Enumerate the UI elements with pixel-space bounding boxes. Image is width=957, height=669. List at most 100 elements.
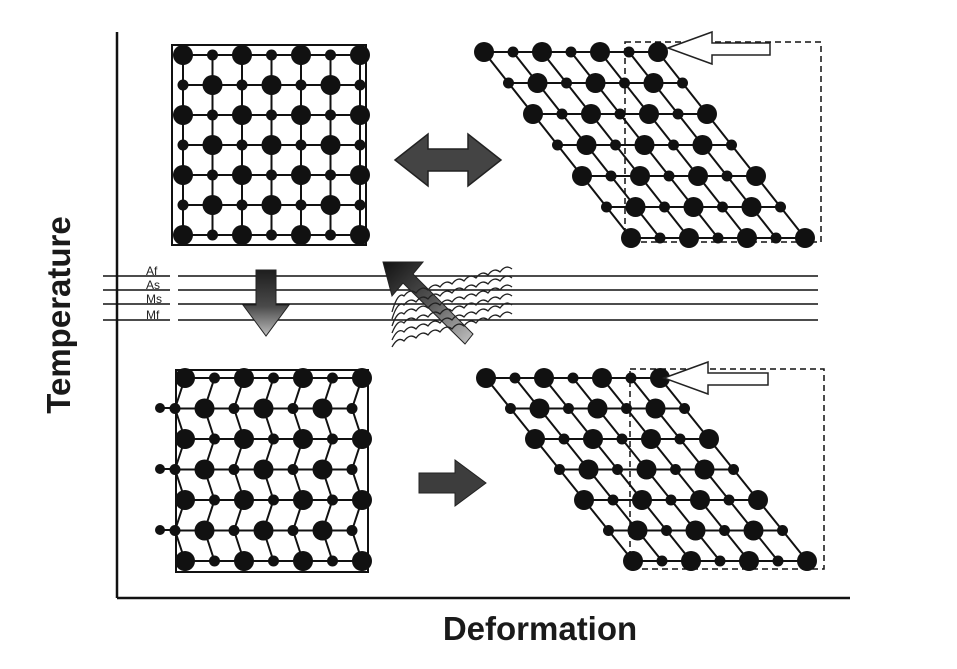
atom-small: [719, 525, 730, 536]
atom-large: [476, 368, 496, 388]
atom-large: [623, 551, 643, 571]
atom-large: [739, 551, 759, 571]
atom-small: [726, 139, 737, 151]
atom-small: [509, 372, 521, 384]
atom-small: [207, 169, 218, 181]
atom-small: [327, 555, 338, 567]
atom-large: [692, 135, 713, 155]
atom-small: [614, 108, 626, 120]
atom-small: [625, 372, 637, 384]
atom-small: [775, 201, 786, 213]
atom-large: [173, 105, 193, 125]
heat-wave-line: [391, 284, 513, 327]
atom-large: [253, 520, 274, 541]
lattice-atoms: [476, 368, 817, 571]
atom-large: [261, 195, 282, 215]
atom-large: [797, 551, 817, 571]
atom-small: [177, 199, 189, 211]
atom-small: [717, 201, 728, 213]
atom-large: [352, 551, 372, 571]
atom-large: [232, 105, 252, 125]
axes: Deformation Temperature: [40, 32, 850, 647]
temp-line-label: As: [146, 278, 160, 292]
atom-small: [169, 525, 181, 536]
atom-small: [723, 494, 735, 506]
atom-small: [177, 139, 189, 151]
atom-large: [474, 42, 494, 62]
atom-large: [648, 42, 668, 62]
atom-small: [777, 525, 788, 536]
atom-large: [585, 73, 606, 93]
atom-large: [232, 225, 252, 245]
atom-small: [654, 232, 666, 244]
atom-large: [737, 228, 757, 248]
heat-wave-line: [391, 266, 513, 313]
atom-small: [268, 372, 279, 384]
atom-small: [601, 201, 612, 213]
atom-small: [668, 139, 679, 151]
atom-large: [741, 197, 762, 217]
heat-wave-line: [391, 311, 513, 348]
atom-small: [325, 169, 336, 181]
atom-small: [228, 464, 240, 475]
atom-small: [605, 170, 617, 182]
atom-large: [634, 135, 655, 155]
atom-large: [320, 135, 341, 155]
atom-large: [175, 429, 195, 449]
atom-large: [350, 225, 370, 245]
atom-small: [268, 494, 279, 506]
atom-small: [558, 433, 570, 445]
atom-large: [534, 368, 554, 388]
atom-small: [209, 433, 220, 445]
atom-large: [320, 75, 341, 95]
atom-small: [603, 525, 614, 536]
original-shape-outline: [629, 368, 825, 570]
atom-large: [699, 429, 719, 449]
atom-large: [350, 45, 370, 65]
atom-large: [632, 490, 652, 510]
atom-large: [194, 459, 215, 480]
atom-small: [354, 199, 366, 211]
atom-small: [287, 403, 299, 414]
atom-large: [234, 551, 254, 571]
atom-large: [173, 165, 193, 185]
atom-small: [236, 79, 248, 91]
atom-large: [697, 104, 717, 124]
atom-small: [287, 525, 299, 536]
atom-large: [293, 490, 313, 510]
atom-small: [674, 433, 686, 445]
temp-line-label: Af: [146, 264, 158, 278]
atom-small: [228, 403, 240, 414]
atom-large: [694, 459, 715, 480]
atom-small: [728, 464, 739, 475]
atom-small: [268, 433, 279, 445]
atom-large: [352, 429, 372, 449]
atom-large: [173, 45, 193, 65]
original-shape-outline: [624, 41, 822, 243]
atom-small: [155, 525, 165, 535]
push-arrow-top: [665, 30, 771, 66]
lattice-outline: [171, 44, 367, 246]
temp-line-label: Mf: [146, 308, 160, 322]
atom-large: [320, 195, 341, 215]
atom-small: [354, 139, 366, 151]
atom-large: [293, 368, 313, 388]
atom-small: [505, 403, 516, 414]
austenite-lattice: [171, 44, 370, 246]
atom-large: [572, 166, 592, 186]
atom-large: [527, 73, 548, 93]
atom-small: [295, 199, 307, 211]
atom-small: [503, 77, 514, 89]
x-axis-title: Deformation: [443, 610, 637, 647]
atom-small: [507, 46, 519, 58]
double-arrow: [393, 132, 503, 188]
atom-small: [209, 555, 220, 567]
atom-small: [670, 464, 681, 475]
atom-large: [234, 429, 254, 449]
deform-arrow: [418, 459, 487, 507]
atom-large: [685, 520, 706, 541]
atom-large: [175, 368, 195, 388]
atom-large: [312, 520, 333, 541]
atom-small: [672, 108, 684, 120]
atom-large: [202, 135, 223, 155]
